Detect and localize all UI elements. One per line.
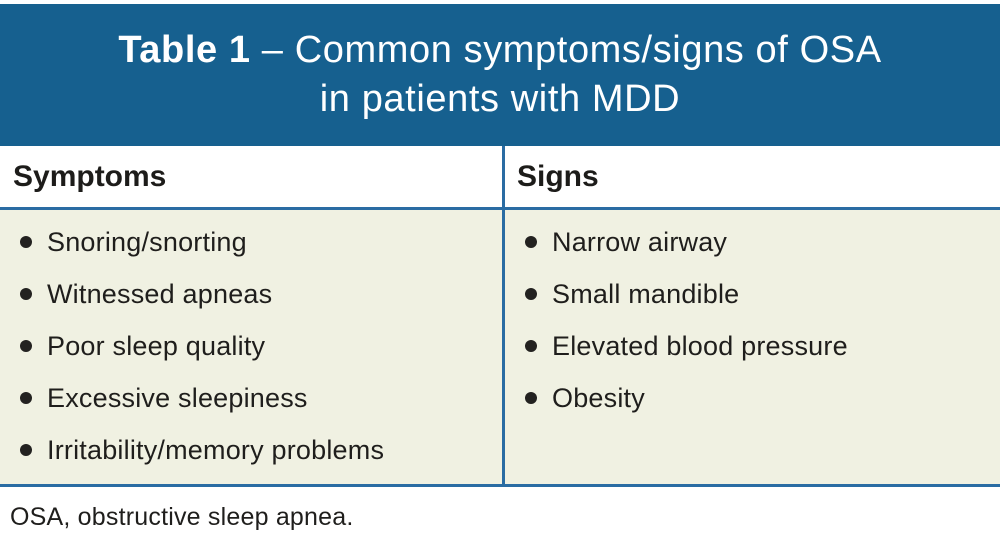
list-item-text: Poor sleep quality (47, 330, 266, 361)
list-item-text: Elevated blood pressure (552, 330, 848, 361)
list-item-text: Witnessed apneas (47, 278, 273, 309)
symptoms-header-label: Symptoms (13, 159, 167, 193)
table-title-text: – Common symptoms/signs of OSA (250, 29, 882, 71)
signs-header-label: Signs (517, 159, 599, 193)
list-item: Elevated blood pressure (517, 320, 1000, 372)
bullet-icon (525, 392, 537, 404)
list-item-text: Obesity (552, 382, 645, 413)
table-title-line2: in patients with MDD (319, 78, 681, 120)
list-item: Small mandible (517, 268, 1000, 320)
bullet-icon (525, 288, 537, 300)
bullet-icon (525, 236, 537, 248)
table-title-line1: Table 1 – Common symptoms/signs of OSA (118, 26, 881, 75)
list-item: Excessive sleepiness (12, 372, 502, 424)
bullet-icon (20, 392, 32, 404)
list-item: Snoring/snorting (12, 216, 502, 268)
bullet-icon (20, 444, 32, 456)
list-item-text: Irritability/memory problems (47, 434, 385, 465)
bullet-icon (20, 288, 32, 300)
column-header-signs: Signs (502, 146, 1000, 207)
list-item-text: Small mandible (552, 278, 740, 309)
column-header-symptoms: Symptoms (0, 146, 502, 207)
list-item: Witnessed apneas (12, 268, 502, 320)
column-header-row: Symptoms Signs (0, 146, 1000, 207)
list-item-text: Snoring/snorting (47, 226, 247, 257)
bullet-icon (20, 236, 32, 248)
bullet-icon (20, 340, 32, 352)
table-footnote: OSA, obstructive sleep apnea. (10, 503, 354, 531)
list-item: Poor sleep quality (12, 320, 502, 372)
list-item: Irritability/memory problems (12, 424, 502, 476)
bullet-icon (525, 340, 537, 352)
list-item: Obesity (517, 372, 1000, 424)
table-title-banner: Table 1 – Common symptoms/signs of OSA i… (0, 4, 1000, 146)
list-item: Narrow airway (517, 216, 1000, 268)
list-item-text: Narrow airway (552, 226, 728, 257)
table-number-label: Table 1 (118, 29, 251, 71)
list-item-text: Excessive sleepiness (47, 382, 308, 413)
